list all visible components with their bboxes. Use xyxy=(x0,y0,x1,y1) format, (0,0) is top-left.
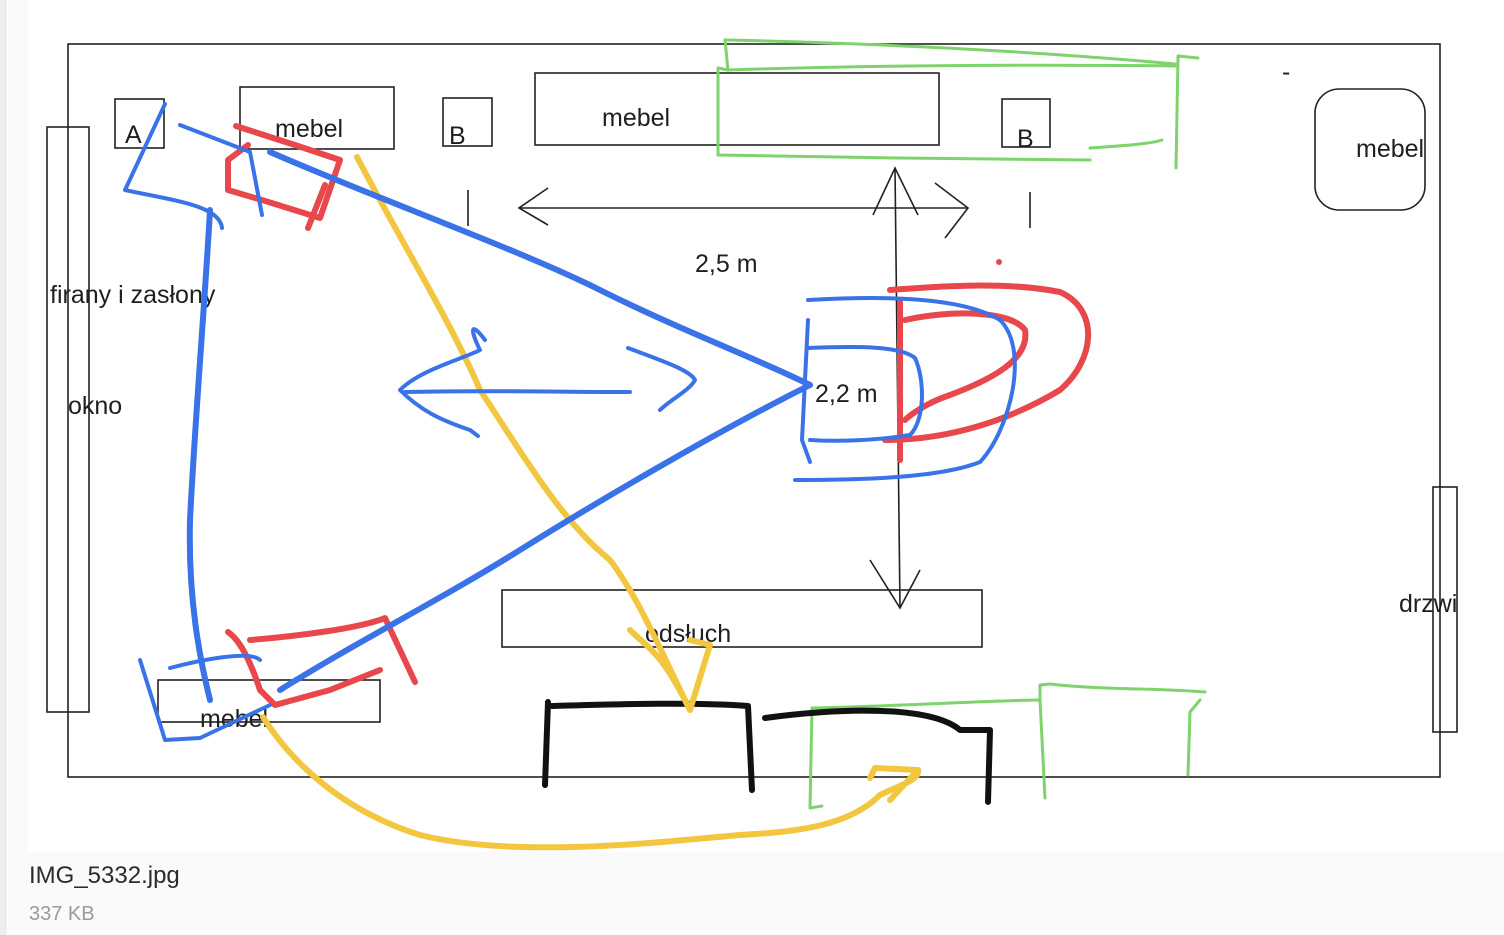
speaker-b-left-box xyxy=(442,97,493,147)
speaker-a-label: A xyxy=(125,121,142,149)
file-size: 337 KB xyxy=(29,903,95,925)
door-bar xyxy=(1432,486,1458,733)
green-annotations xyxy=(716,38,1207,810)
furniture-top-center xyxy=(534,72,940,146)
window-curtains-bar xyxy=(46,126,90,713)
furniture-top-left xyxy=(239,86,395,150)
depth-dimension-label: 2,2 m xyxy=(815,380,878,408)
listening-position-bar xyxy=(501,589,983,648)
curtains-label: firany i zasłony xyxy=(50,281,216,309)
furniture-top-left-label: mebel xyxy=(275,115,343,143)
panel-edge xyxy=(0,0,6,935)
speaker-a-box xyxy=(114,98,165,149)
red-annotations xyxy=(225,123,1092,708)
small-dash-mark: - xyxy=(1282,58,1290,86)
speaker-b-right-box xyxy=(1001,98,1051,148)
attachment-preview-image[interactable]: A mebel B mebel B mebel - odsłuch mebel xyxy=(28,0,1504,852)
speaker-b-left-label: B xyxy=(449,122,466,150)
yellow-annotations xyxy=(260,154,921,851)
furniture-top-right xyxy=(1314,88,1426,211)
speaker-b-right-label: B xyxy=(1017,125,1034,153)
furniture-top-right-label: mebel xyxy=(1356,135,1424,163)
room-sketch: A mebel B mebel B mebel - odsłuch mebel xyxy=(46,38,1458,851)
blue-annotations xyxy=(123,102,1017,742)
width-dimension-label: 2,5 m xyxy=(695,250,758,278)
window-label: okno xyxy=(68,392,122,420)
file-name: IMG_5332.jpg xyxy=(29,862,180,889)
black-annotations xyxy=(542,699,993,805)
door-label: drzwi xyxy=(1399,590,1457,618)
furniture-top-center-label: mebel xyxy=(602,104,670,132)
width-dimension-arrow xyxy=(467,182,1031,239)
